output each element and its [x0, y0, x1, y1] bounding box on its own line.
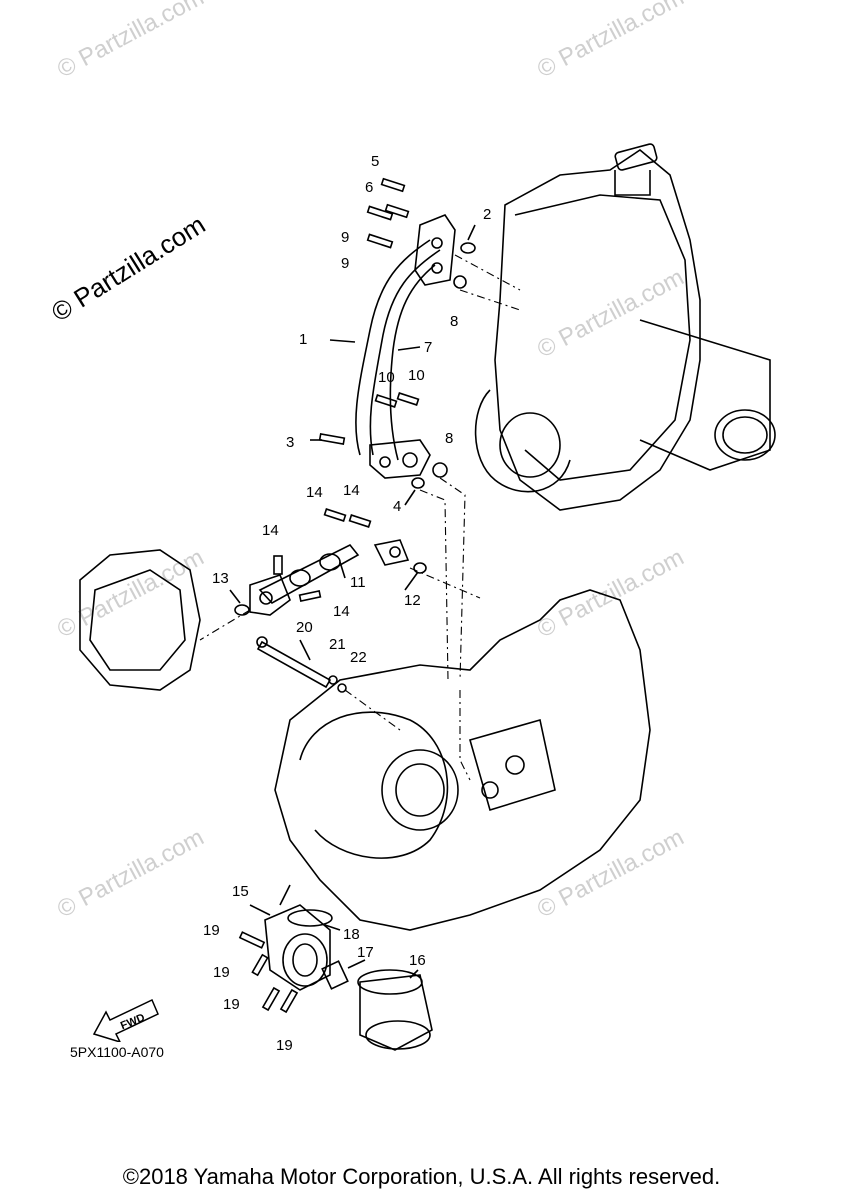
callout-8: 8 [450, 313, 458, 330]
bolt-14a [323, 508, 347, 522]
callout-4: 4 [393, 498, 401, 515]
callout-8: 8 [445, 430, 453, 447]
filter-housing-15 [264, 904, 331, 991]
callout-11: 11 [350, 574, 366, 591]
callout-16: 16 [409, 952, 426, 969]
callout-20: 20 [296, 619, 313, 636]
bolt-14b [348, 514, 372, 528]
callout-19: 19 [276, 1037, 293, 1054]
bolt-19d [279, 988, 299, 1014]
bolt-14c [273, 555, 283, 575]
callout-14: 14 [343, 482, 360, 499]
bolt-5 [380, 177, 406, 193]
bolt-10a [374, 394, 398, 408]
fitting-17 [321, 960, 349, 990]
callout-19: 19 [213, 964, 230, 981]
callout-1: 1 [299, 331, 307, 348]
o-ring-22 [337, 683, 347, 693]
bolt-6 [384, 203, 410, 219]
crankcase-cover-upper [494, 149, 701, 511]
callout-3: 3 [286, 434, 294, 451]
callout-17: 17 [357, 944, 374, 961]
bolt-10b [396, 392, 420, 406]
callout-14: 14 [333, 603, 350, 620]
callout-6: 6 [365, 179, 373, 196]
bolt-14d [298, 590, 322, 602]
oil-pipe-1 [355, 239, 431, 456]
bolt-19b [251, 953, 269, 977]
callout-14: 14 [306, 484, 323, 501]
bolt-19a [238, 931, 266, 949]
oil-pipe-7 [389, 264, 436, 461]
left-cover [79, 549, 201, 691]
callout-10: 10 [408, 367, 425, 384]
o-ring-8a [453, 275, 467, 289]
callout-7: 7 [424, 339, 432, 356]
o-ring-12 [413, 562, 427, 574]
o-ring-8b [432, 462, 448, 478]
callout-18: 18 [343, 926, 360, 943]
o-ring-4 [411, 477, 425, 489]
copyright-notice: ©2018 Yamaha Motor Corporation, U.S.A. A… [122, 1164, 721, 1189]
callout-14: 14 [262, 522, 279, 539]
bolt-19c [261, 986, 281, 1012]
callout-9: 9 [341, 229, 349, 246]
bolt-3 [318, 433, 346, 445]
washer-21 [328, 675, 338, 685]
o-ring-18 [287, 909, 333, 927]
rod-20 [256, 640, 332, 689]
bolt-9b [366, 233, 394, 249]
oil-filter-16 [357, 969, 433, 1051]
callout-5: 5 [371, 153, 379, 170]
callout-19: 19 [203, 922, 220, 939]
callout-10: 10 [378, 369, 395, 386]
callout-19: 19 [223, 996, 240, 1013]
callout-2: 2 [483, 206, 491, 223]
callout-22: 22 [350, 649, 367, 666]
bolt-9a [366, 205, 394, 221]
crankcase-lower [274, 589, 651, 931]
forward-arrow-icon: FWD [92, 998, 159, 1042]
callout-13: 13 [212, 570, 229, 587]
o-ring-2 [460, 242, 476, 254]
diagram-code: 5PX1100-A070 [70, 1044, 164, 1060]
callout-12: 12 [404, 592, 421, 609]
callout-21: 21 [329, 636, 346, 653]
callout-9: 9 [341, 255, 349, 272]
o-ring-13 [234, 604, 250, 616]
callout-15: 15 [232, 883, 249, 900]
